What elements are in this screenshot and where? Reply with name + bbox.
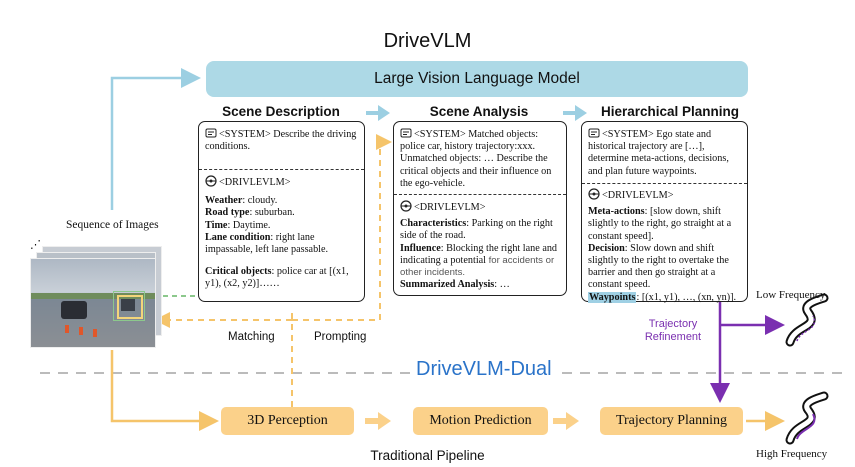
stage-scene-description: Scene Description [222,104,340,119]
prompting-line [292,134,392,321]
sd-agent: <DRIVLEVLM> [219,177,291,188]
low-frequency-label: Low Frequency [756,289,826,301]
influence-key: Influence [400,242,441,254]
hp-agent: <DRIVLEVLM> [602,190,674,201]
motion-prediction-box: Motion Prediction [413,407,548,435]
waypoints-val: : [(x1, y1), …, (xn, yn)]. [636,291,737,303]
sa-agent: <DRIVLEVLM> [414,202,486,213]
sa-system-text: <SYSTEM> Matched objects: police car, hi… [400,129,552,189]
system-icon [588,127,600,139]
steering-wheel-icon [588,188,600,200]
high-frequency-label: High Frequency [756,448,828,460]
critical-key: Critical objects [205,266,272,278]
image-stack [30,246,166,348]
trajectory-planning-box: Trajectory Planning [600,407,743,435]
summarized-val: : … [494,279,510,291]
stage-arrow-2 [563,105,587,121]
pipeline-arrow-1 [365,412,391,430]
influence-val: : Blocking the right lane and indicating… [400,242,558,266]
page-title: DriveVLM [383,30,472,52]
system-icon [400,127,412,139]
waypoints-key: Waypoints [588,291,637,303]
characteristics-val: : Parking on the right side of the road. [400,218,553,242]
time-val: : Daytime. [227,219,271,231]
critical-val: : police car at [(x1, y1), (x2, y2)]…… [205,266,349,290]
traditional-pipeline-label: Traditional Pipeline [370,448,485,463]
decision-val: : Slow down and shift slightly to the ri… [588,242,729,291]
influence-gray: for accidents or other incidents. [400,254,555,279]
stage-arrow-1 [366,105,390,121]
steering-wheel-icon [400,200,412,212]
hp-system-text: <SYSTEM> Ego state and historical trajec… [588,129,729,177]
lane-val: : right lane impassable, left lane passa… [205,231,329,256]
weather-val: : cloudy. [242,195,278,207]
system-icon [205,127,217,139]
matching-label: Matching [228,331,275,343]
scene-description-panel: <SYSTEM> Describe the driving conditions… [198,121,365,302]
trajectory-refinement-label: Trajectory Refinement [636,318,710,344]
stage-hierarchical-planning: Hierarchical Planning [600,104,740,119]
lvlm-banner: Large Vision Language Model [206,61,748,97]
pipeline-arrow-2 [553,412,579,430]
pipeline-input [110,350,219,431]
road-image [30,258,156,348]
decision-key: Decision [588,242,625,254]
road-val: : suburban. [249,207,295,219]
road-icon-high [785,391,829,445]
hierarchical-planning-panel: <SYSTEM> Ego state and historical trajec… [581,121,748,303]
sequence-label: Sequence of Images [66,219,159,231]
scene-analysis-panel: <SYSTEM> Matched objects: police car, hi… [393,121,567,296]
steering-wheel-icon [205,175,217,187]
summarized-key: Summarized Analysis [400,279,495,291]
input-arrow [110,68,201,210]
perception-box: 3D Perception [221,407,354,435]
prompting-label: Prompting [314,331,367,343]
time-key: Time [205,219,228,231]
road-key: Road type [205,207,250,219]
sd-system-text: <SYSTEM> Describe the driving conditions… [205,129,357,153]
drivevlm-dual-label: DriveVLM-Dual [410,358,558,381]
ellipsis: ⋰ [30,239,41,251]
lane-key: Lane condition [205,231,271,243]
stage-scene-analysis: Scene Analysis [429,104,529,119]
meta-actions-val: : [slow down, shift slightly to the righ… [588,206,732,242]
characteristics-key: Characteristics [400,218,467,230]
road-icon-low [785,293,829,347]
weather-key: Weather [205,195,243,207]
meta-actions-key: Meta-actions [588,206,645,218]
